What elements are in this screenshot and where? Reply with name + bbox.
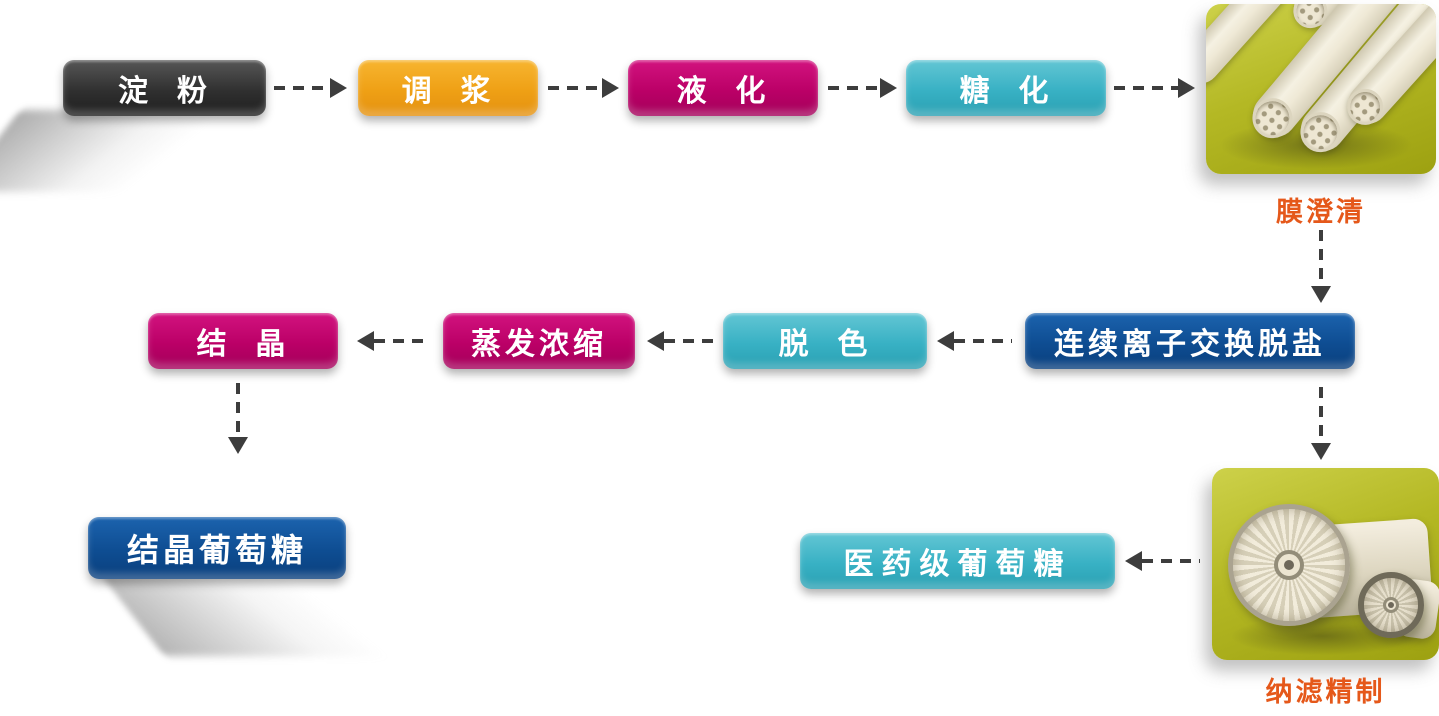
- arrow-saccharification-to-membrane-line: [1114, 86, 1178, 90]
- membrane-module-hub-hole: [1284, 560, 1294, 570]
- arrow-crystallization-to-crystalline-glucose-head-icon: [228, 437, 248, 454]
- node-evaporation-label: 蒸发浓缩: [471, 328, 607, 361]
- node-ion-exchange-label: 连续离子交换脱盐: [1054, 328, 1326, 361]
- node-evaporation: 蒸发浓缩: [443, 313, 635, 369]
- caption-nanofiltration: 纳滤精制: [1265, 677, 1386, 708]
- arrow-ion-exchange-to-decolorization-head-icon: [937, 331, 954, 351]
- node-liquefaction-label: 液 化: [676, 75, 770, 108]
- photo-ceramic-membrane-tubes: [1206, 4, 1436, 174]
- arrow-evaporation-to-crystallization-line: [374, 339, 430, 343]
- arrow-ion-exchange-to-nanofiltration-head-icon: [1311, 443, 1331, 460]
- arrow-slurry-to-liquefaction-line: [548, 86, 602, 90]
- shadow-flare-starch: [0, 110, 246, 192]
- arrow-decolorization-to-evaporation-head-icon: [647, 331, 664, 351]
- arrow-membrane-to-ion-exchange-line: [1319, 230, 1323, 286]
- arrow-decolorization-to-evaporation-line: [664, 339, 714, 343]
- arrow-membrane-to-ion-exchange-head-icon: [1311, 286, 1331, 303]
- membrane-module-face: [1228, 504, 1350, 626]
- arrow-slurry-to-liquefaction-head-icon: [602, 78, 619, 98]
- membrane-module-face: [1358, 572, 1424, 638]
- membrane-module-hub-hole: [1388, 602, 1394, 608]
- node-ion-exchange: 连续离子交换脱盐: [1025, 313, 1355, 369]
- shadow-flare-crystalline-glucose: [100, 574, 415, 656]
- arrow-saccharification-to-membrane-head-icon: [1178, 78, 1195, 98]
- arrow-starch-to-slurry-line: [274, 86, 330, 90]
- photo-spiral-membrane-modules: [1212, 468, 1439, 660]
- node-saccharification: 糖 化: [906, 60, 1106, 116]
- node-saccharification-label: 糖 化: [959, 75, 1053, 108]
- node-crystalline-glucose: 结晶葡萄糖: [88, 517, 346, 579]
- arrow-ion-exchange-to-nanofiltration-line: [1319, 387, 1323, 443]
- arrow-nanofiltration-to-pharma-glucose-head-icon: [1125, 551, 1142, 571]
- arrow-liquefaction-to-saccharification-line: [828, 86, 880, 90]
- membrane-module-hub: [1383, 597, 1399, 613]
- arrow-ion-exchange-to-decolorization-line: [954, 339, 1012, 343]
- node-liquefaction: 液 化: [628, 60, 818, 116]
- arrow-liquefaction-to-saccharification-head-icon: [880, 78, 897, 98]
- arrow-nanofiltration-to-pharma-glucose-line: [1142, 559, 1200, 563]
- arrow-evaporation-to-crystallization-head-icon: [357, 331, 374, 351]
- node-pharma-glucose-label: 医药级葡萄糖: [843, 548, 1072, 581]
- node-crystallization: 结 晶: [148, 313, 338, 369]
- node-pharma-glucose: 医药级葡萄糖: [800, 533, 1115, 589]
- node-crystallization-label: 结 晶: [196, 328, 290, 361]
- node-decolorization-label: 脱 色: [778, 328, 872, 361]
- arrow-starch-to-slurry-head-icon: [330, 78, 347, 98]
- arrow-crystallization-to-crystalline-glucose-line: [236, 383, 240, 437]
- node-starch-label: 淀 粉: [118, 75, 211, 108]
- node-crystalline-glucose-label: 结晶葡萄糖: [126, 532, 307, 568]
- node-slurry-mixing: 调 浆: [358, 60, 538, 116]
- caption-membrane-clarification: 膜澄清: [1276, 197, 1366, 228]
- node-decolorization: 脱 色: [723, 313, 927, 369]
- membrane-module-hub: [1274, 550, 1304, 580]
- node-slurry-mixing-label: 调 浆: [401, 75, 495, 108]
- node-starch: 淀 粉: [63, 60, 266, 116]
